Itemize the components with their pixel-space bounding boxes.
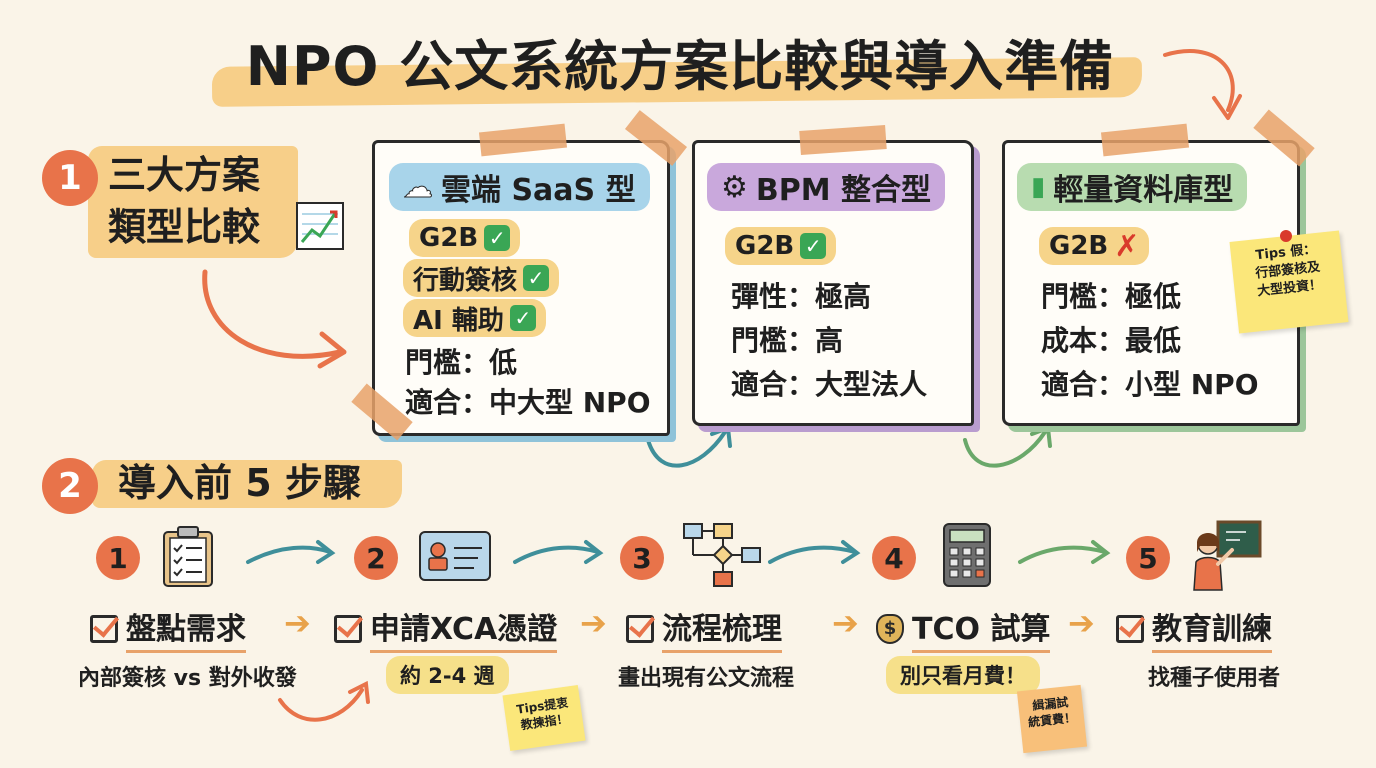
step-5: 教育訓練 [1116, 604, 1272, 653]
pin-icon [1280, 230, 1292, 242]
step-1: 盤點需求 [90, 604, 246, 653]
card-bpm-title-wrap: ⚙ BPM 整合型 [707, 163, 946, 211]
chevron-right-icon: ➔ [1068, 604, 1095, 642]
step-label: TCO 試算 [912, 604, 1051, 653]
id-card-icon [419, 531, 491, 581]
card-db-line: 門檻：極低 [1041, 280, 1182, 313]
cloud-icon: ☁ [403, 169, 434, 205]
checkbox-icon [626, 614, 654, 643]
chip-label: G2B [1049, 231, 1109, 261]
step-3: 流程梳理 [626, 604, 782, 653]
step-number: 2 [354, 536, 398, 580]
card-bpm-chip: G2B ✓ [725, 227, 837, 265]
card-saas-chip: AI 輔助 ✓ [403, 299, 546, 337]
card-saas-title-wrap: ☁ 雲端 SaaS 型 [389, 163, 650, 211]
bar-chart-icon: ▮ [1031, 172, 1046, 202]
check-icon: ✓ [484, 225, 511, 251]
step-number: 5 [1126, 536, 1170, 580]
step-5-sub: 找種子使用者 [1148, 666, 1281, 691]
step-1-sub: 內部簽核 vs 對外收發 [78, 666, 297, 691]
step-label: 申請XCA憑證 [370, 604, 558, 653]
card-bpm: ⚙ BPM 整合型 G2B ✓ 彈性：極高 門檻：高 適合：大型法人 [692, 140, 974, 426]
chevron-right-icon: ➔ [284, 604, 311, 642]
calculator-icon [943, 523, 991, 587]
step-2-sub: 約 2-4 週 [386, 656, 509, 694]
section1-badge: 1 [42, 150, 98, 206]
card-bpm-line: 門檻：高 [731, 324, 844, 357]
sticky-note-tips: Tips 假： 行部簽核及 大型投資！ [1229, 230, 1349, 334]
card-db-line: 適合：小型 NPO [1041, 368, 1259, 401]
card-db-title: 輕量資料庫型 [1053, 173, 1234, 208]
cross-icon: ✗ [1114, 228, 1140, 264]
step-label: 流程梳理 [662, 604, 782, 653]
section2-badge: 2 [42, 458, 98, 514]
step-4-sub: 別只看月費！ [886, 656, 1040, 694]
card-bpm-line: 適合：大型法人 [731, 368, 928, 401]
card-saas: ☁ 雲端 SaaS 型 G2B ✓ 行動簽核 ✓ AI 輔助 ✓ 門檻：低 適合… [372, 140, 670, 436]
gear-icon: ⚙ [721, 169, 748, 205]
check-icon: ✓ [509, 305, 536, 331]
section1-highlight [88, 146, 298, 258]
section2-highlight [92, 460, 402, 508]
card-saas-chip: 行動簽核 ✓ [403, 259, 560, 297]
card-saas-title: 雲端 SaaS 型 [441, 173, 636, 208]
step-2: 申請XCA憑證 [334, 604, 558, 653]
step-label: 教育訓練 [1152, 604, 1272, 653]
sticky-note-tips: 緝漏試 統賃費！ [1016, 684, 1088, 754]
sticky-note-tips: Tips提衷 教揀指！ [502, 684, 586, 752]
card-saas-chip: G2B ✓ [409, 219, 521, 257]
section2-label: 導入前 5 步驟 [118, 461, 361, 505]
card-bpm-title: BPM 整合型 [755, 173, 932, 208]
checkbox-icon [90, 614, 118, 643]
teacher-icon [1193, 520, 1262, 591]
card-db-line: 成本：最低 [1041, 324, 1182, 357]
card-db-title-wrap: ▮ 輕量資料庫型 [1017, 163, 1248, 211]
clipboard-icon [163, 526, 213, 587]
chip-label: G2B [419, 223, 479, 253]
card-saas-line: 門檻：低 [405, 346, 518, 379]
chip-label: G2B [735, 231, 795, 261]
chip-label: AI 輔助 [413, 305, 504, 336]
check-icon: ✓ [523, 265, 550, 291]
section1-line1: 三大方案 [108, 153, 261, 197]
step-number: 1 [96, 536, 140, 580]
step-4: $ TCO 試算 [876, 604, 1051, 653]
card-bpm-line: 彈性：極高 [731, 280, 872, 313]
section1-line2: 類型比較 [108, 205, 261, 249]
card-db-chip: G2B ✗ [1039, 227, 1150, 265]
checkbox-icon [334, 614, 362, 643]
check-icon: ✓ [800, 233, 827, 259]
step-number: 3 [620, 536, 664, 580]
chevron-right-icon: ➔ [832, 604, 859, 642]
step-3-sub: 畫出現有公文流程 [618, 666, 795, 691]
chip-label: 行動簽核 [413, 265, 518, 296]
step-label: 盤點需求 [126, 604, 246, 653]
flowchart-icon [683, 523, 761, 587]
card-saas-line: 適合：中大型 NPO [405, 386, 651, 419]
page-title: NPO 公文系統方案比較與導入準備 [245, 35, 1115, 98]
money-bag-icon: $ [876, 613, 904, 644]
chart-icon [296, 202, 344, 250]
checkbox-icon [1116, 614, 1144, 643]
chevron-right-icon: ➔ [580, 604, 607, 642]
step-number: 4 [872, 536, 916, 580]
